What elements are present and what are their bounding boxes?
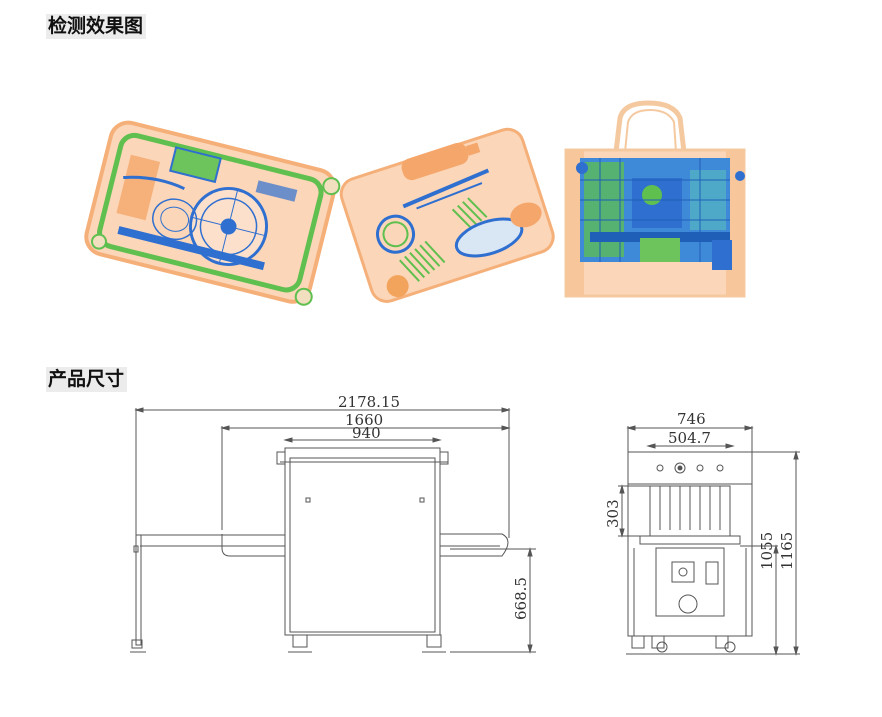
section-title-detection: 检测效果图	[46, 14, 147, 39]
dim-conveyor-top-height: 1055	[758, 532, 776, 570]
dim-conveyor-height: 668.5	[512, 577, 530, 620]
dim-overall-height: 1165	[778, 532, 796, 570]
section-title-dimensions: 产品尺寸	[46, 367, 128, 392]
xray-image-bag	[339, 127, 555, 303]
xray-image-handbag	[564, 100, 746, 298]
dim-tunnel-conveyor-length: 1660	[345, 411, 383, 429]
dim-overall-length: 2178.15	[338, 393, 400, 411]
side-view-drawing	[130, 407, 536, 654]
dim-tunnel-height: 303	[604, 499, 622, 528]
front-view-drawing	[618, 425, 800, 656]
dim-width: 746	[677, 410, 706, 428]
dim-body-length: 940	[352, 424, 381, 442]
dim-tunnel-width: 504.7	[668, 429, 711, 447]
xray-image-suitcase	[84, 120, 341, 306]
